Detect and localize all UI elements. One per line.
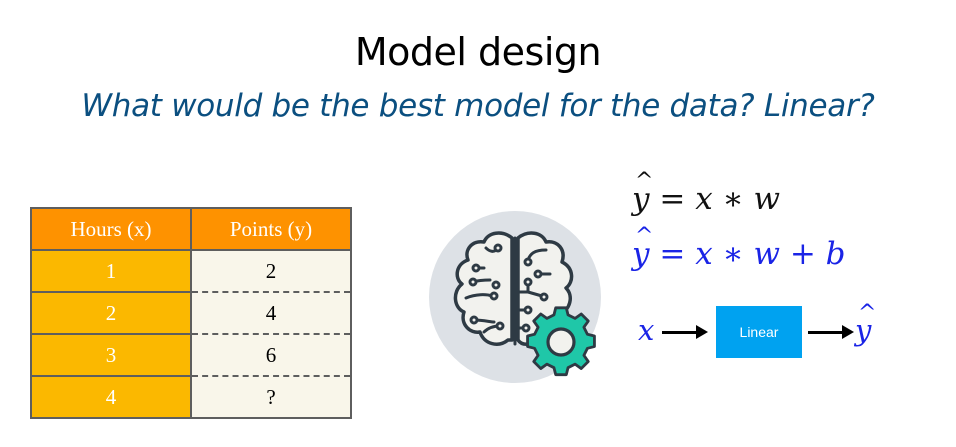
cell-hours: 1 bbox=[30, 250, 192, 293]
data-table: Hours (x) Points (y) 1 2 2 4 3 6 4 ? bbox=[30, 207, 352, 419]
cell-hours: 4 bbox=[30, 376, 192, 419]
cell-points: 2 bbox=[191, 250, 352, 293]
flow-input-x: x bbox=[638, 313, 655, 347]
header-hours: Hours (x) bbox=[30, 207, 192, 251]
cell-hours: 2 bbox=[30, 292, 192, 335]
linear-model-box: Linear bbox=[716, 306, 802, 358]
slide-subtitle: What would be the best model for the dat… bbox=[81, 88, 875, 124]
table-row: 3 6 bbox=[30, 334, 352, 377]
flow-output-y-hat: y bbox=[855, 301, 877, 347]
equation-rhs: = x ∗ w + b bbox=[649, 236, 846, 272]
header-points: Points (y) bbox=[190, 207, 352, 251]
table-row: 1 2 bbox=[30, 250, 352, 293]
cell-points: 4 bbox=[191, 292, 352, 335]
table-row: 4 ? bbox=[30, 376, 352, 419]
equation-rhs: = x ∗ w bbox=[649, 181, 780, 217]
table-row: 2 4 bbox=[30, 292, 352, 335]
y-hat: y bbox=[632, 169, 653, 217]
equation-with-bias: y = x ∗ w + b bbox=[632, 224, 846, 272]
equation-without-bias: y = x ∗ w bbox=[632, 169, 780, 217]
cell-points: 6 bbox=[191, 334, 352, 377]
y-hat: y bbox=[632, 224, 653, 272]
brain-gear-icon bbox=[428, 210, 602, 384]
linear-label: Linear bbox=[739, 324, 779, 340]
slide-title: Model design bbox=[354, 30, 602, 74]
cell-hours: 3 bbox=[30, 334, 192, 377]
arrow-right-icon bbox=[662, 325, 708, 339]
table-header-row: Hours (x) Points (y) bbox=[30, 207, 352, 251]
arrow-right-icon bbox=[808, 325, 854, 339]
cell-points: ? bbox=[191, 376, 352, 419]
